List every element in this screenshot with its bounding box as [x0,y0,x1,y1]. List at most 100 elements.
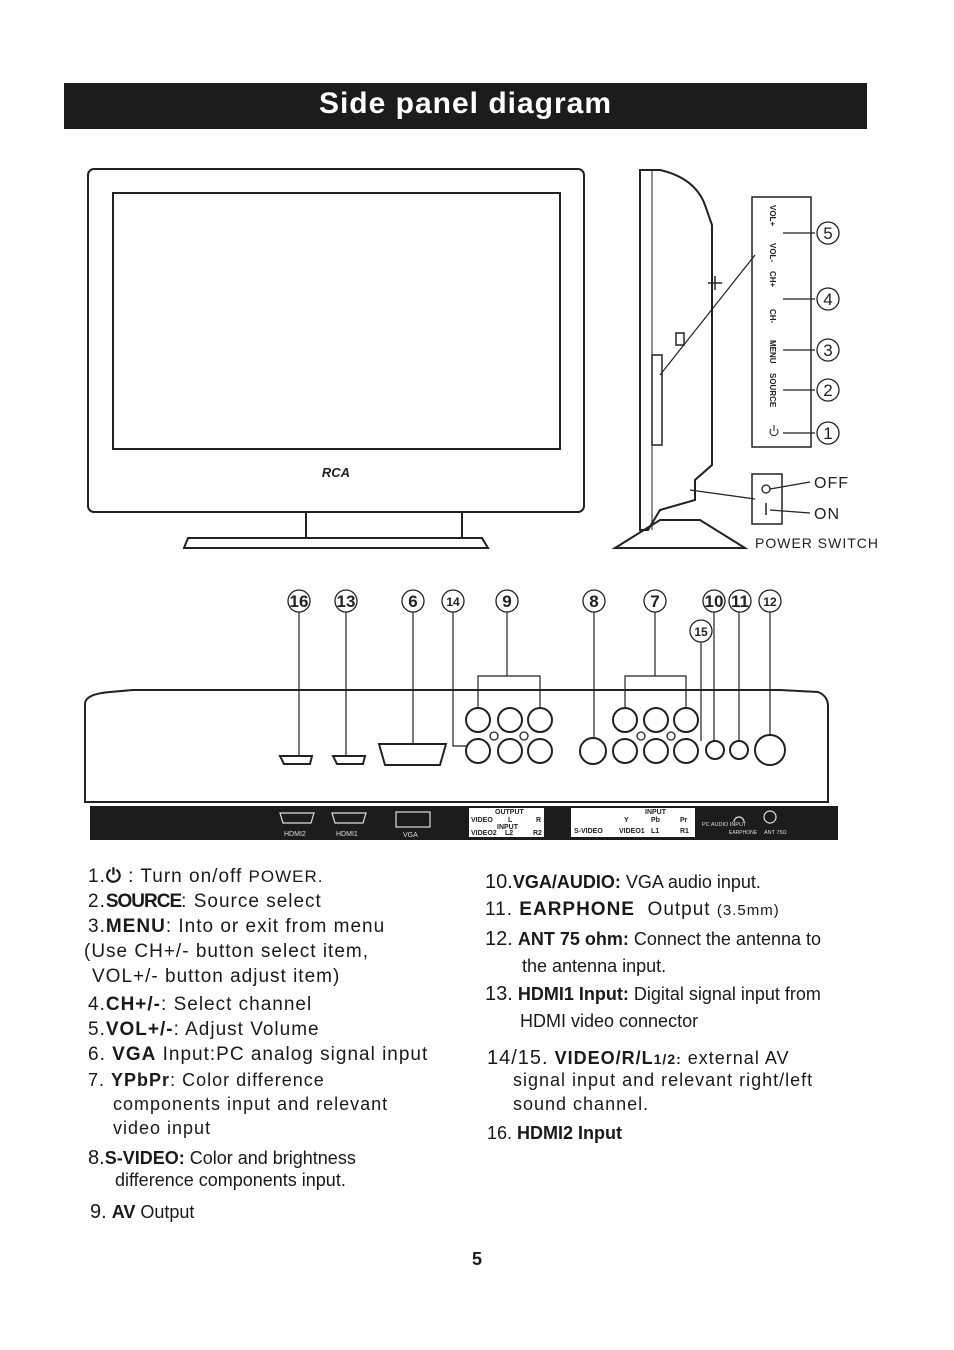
video1-label: VIDEO1 [619,828,645,835]
desc-14-text: external AV [687,1048,790,1068]
callout-14: 14 [446,595,460,609]
rear-panel: 16 13 6 14 9 8 7 10 11 12 15 OUTPUT VIDE… [84,589,838,840]
desc-9-key: AV [111,1202,136,1222]
desc-2-text: : Source select [181,891,322,912]
av-input-2-jacks[interactable] [465,738,553,764]
callout-9: 9 [502,592,511,611]
earphone-jack[interactable] [729,740,749,760]
callout-6: 6 [408,592,417,611]
desc-item-13: 13. HDMI1 Input: Digital signal input fr… [485,982,821,1006]
pc-audio-label: PC AUDIO INPUT [702,822,747,828]
tv-front-view: RCA [87,168,585,549]
r1-label: R1 [680,828,689,835]
desc-4-num: 4. [88,994,106,1015]
desc-13-key: HDMI1 Input: [517,984,629,1004]
desc-item-10: 10.VGA/AUDIO: VGA audio input. [485,870,761,894]
desc-7-text: : Color difference [170,1070,325,1090]
antenna-icon [763,810,777,824]
desc-11-num: 11. [485,899,514,920]
ypbpr-jacks[interactable] [612,707,699,733]
hdmi1-port[interactable] [331,755,367,765]
side-button-strip [651,354,663,446]
desc-12-key: ANT 75 ohm: [517,929,629,949]
tv-side-view [611,169,756,549]
ch-minus-label: CH- [768,309,777,324]
hdmi2-port[interactable] [278,755,314,765]
tv-side-body [639,169,713,531]
output-label: OUTPUT [495,809,525,816]
desc-item-12-line-2: the antenna input. [522,956,667,976]
rear-label-strip [90,806,838,840]
desc-item-8: 8.S-VIDEO: Color and brightness [88,1146,356,1170]
desc-item-11: 11. EARPHONE Output (3.5mm) [485,899,780,922]
av-output-jacks[interactable] [465,707,553,733]
desc-6-num: 6. [88,1044,106,1065]
power-switch-caption: POWER SWITCH [755,535,879,551]
desc-11-key: EARPHONE [519,899,635,920]
desc-9-text: Output [140,1202,195,1222]
tv-frame [87,168,585,513]
desc-13-num: 13. [485,983,513,1005]
desc-item-16: 16. HDMI2 Input [487,1123,622,1145]
earphone-icon [733,816,745,823]
desc-item-13-line-2: HDMI video connector [520,1011,699,1031]
antenna-port[interactable] [754,734,786,766]
desc-8-num: 8. [88,1147,105,1169]
desc-item-4: 4.CH+/-: Select channel [88,994,312,1017]
svideo-port[interactable] [579,737,607,765]
desc-1-text: Turn on/off [140,866,243,887]
desc-11-text: Output [647,899,711,920]
callout-7: 7 [650,592,659,611]
desc-16-key: HDMI2 Input [517,1123,623,1143]
callout-13: 13 [337,592,356,611]
desc-12-text: Connect the antenna to [633,929,822,949]
desc-item-2: 2.SOURCE: Source select [88,891,322,914]
av-input-1-jacks[interactable] [612,738,699,764]
hdmi1-label: HDMI1 [336,831,358,838]
desc-7-num: 7. [88,1070,106,1090]
callout-2: 2 [823,381,832,400]
vga-port[interactable] [377,743,448,766]
desc-item-14-line-3: sound channel. [513,1094,650,1114]
desc-3-text: : Into or exit from menu [165,916,386,937]
power-icon: ⏻ [105,866,122,887]
output-r-label: R [536,817,541,824]
diagram-canvas: RCA VOL+ VOL- CH+ CH- MENU SOURCE [84,168,879,840]
desc-item-3-line-2: (Use CH+/- button select item, [84,941,370,962]
tv-side-stand [611,519,749,549]
r2-label: R2 [533,830,542,837]
desc-item-7-line-2: components input and relevant [113,1094,389,1114]
callout-5: 5 [823,224,832,243]
desc-14-key: VIDEO/R/L [554,1048,654,1068]
svideo-label: S-VIDEO [574,828,603,835]
video2-label: VIDEO2 [471,830,497,837]
hdmi2-label: HDMI2 [284,831,306,838]
desc-13-text: Digital signal input from [633,984,821,1004]
pr-label: Pr [680,817,688,824]
desc-3-num: 3. [88,916,106,937]
desc-14-num: 14/15. [487,1047,549,1069]
y-label: Y [624,817,629,824]
menu-label: MENU [768,340,777,364]
desc-12-num: 12. [485,928,513,950]
ant-label: ANT 75Ω [764,830,787,836]
desc-10-num: 10. [485,871,513,893]
callout-3: 3 [823,341,832,360]
pc-audio-jack[interactable] [705,740,725,760]
desc-1-num: 1. [88,866,106,887]
vga-label: VGA [403,832,418,839]
desc-2-key: SOURCE [105,891,182,912]
desc-item-7-line-3: video input [113,1118,212,1138]
desc-item-14-line-2: signal input and relevant right/left [513,1070,814,1090]
desc-8-key: S-VIDEO: [104,1148,185,1168]
page-title: Side panel diagram [318,87,613,120]
desc-item-3-line-3: VOL+/- button adjust item) [92,966,341,987]
callout-11: 11 [731,592,749,611]
ch-plus-label: CH+ [768,271,777,288]
l1-label: L1 [651,828,659,835]
desc-7-key: YPbPr [111,1070,171,1090]
off-indicator-icon [761,484,771,494]
desc-5-key: VOL+/- [105,1019,174,1040]
tv-screen [112,192,561,450]
source-label: SOURCE [768,373,777,408]
